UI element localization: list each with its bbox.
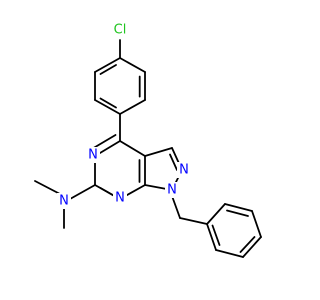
bond	[206, 223, 217, 251]
bond	[242, 236, 262, 258]
pyrimidine-n3-label: N	[88, 148, 98, 163]
bond	[211, 224, 221, 246]
bond	[99, 97, 117, 109]
bond	[179, 217, 208, 225]
dimethylamino-n-label: N	[59, 194, 69, 209]
bond	[119, 140, 146, 157]
bond	[144, 147, 173, 157]
bond	[119, 57, 146, 73]
structure-svg: Cl N N N N N	[34, 22, 262, 258]
bond	[224, 203, 253, 212]
bond	[226, 209, 249, 217]
bond	[239, 236, 256, 253]
bond	[94, 57, 121, 73]
bond	[34, 180, 61, 195]
chlorine-label: Cl	[114, 23, 127, 38]
phenyl-ring	[206, 203, 262, 258]
bond	[215, 249, 244, 258]
bond	[171, 195, 181, 219]
pyrimidine-ring	[90, 134, 146, 200]
bond	[94, 99, 121, 115]
bond	[251, 210, 262, 238]
bond	[99, 64, 117, 75]
pyrazole-n1-label: N	[167, 183, 177, 198]
bond	[119, 99, 146, 115]
chlorophenyl-ring	[94, 57, 146, 115]
pyrazole-n2-label: N	[179, 163, 189, 178]
bond	[69, 184, 96, 200]
bond	[169, 153, 178, 171]
molecule-diagram: Cl N N N N N	[34, 22, 262, 258]
bond	[206, 203, 226, 225]
pyrimidine-n7-label: N	[115, 191, 125, 206]
